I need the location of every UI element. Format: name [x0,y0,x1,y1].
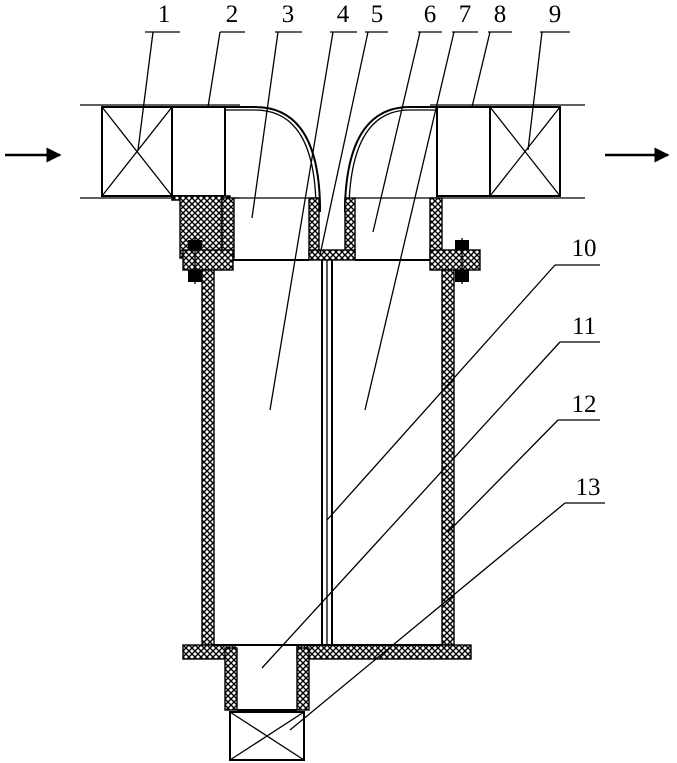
right-bolt [455,238,469,284]
center-partition [321,260,333,645]
drain-outlet [224,647,310,711]
callout-8: 8 [494,1,507,28]
outlet-pipe-section [436,106,491,197]
outlet-valve [430,104,585,199]
inlet-chamber [171,195,318,259]
callout-5: 5 [371,1,384,28]
callout-4: 4 [337,1,350,28]
callout-7: 7 [459,1,472,28]
callout-11: 11 [572,313,596,340]
inlet-pipe-section [171,106,226,197]
callout-6: 6 [424,1,437,28]
callout-12: 12 [572,391,597,418]
inlet-valve [80,104,240,199]
left-bolt [188,238,202,284]
callout-1: 1 [158,1,171,28]
drain-valve [229,711,305,761]
vessel-left-wall [201,269,215,646]
callout-2: 2 [226,1,239,28]
outlet-elbow [344,106,437,212]
callout-3: 3 [282,1,295,28]
callout-10: 10 [572,235,597,262]
center-divider-cap [308,197,356,261]
outlet-chamber [355,195,490,259]
callout-13: 13 [576,474,601,501]
callout-9: 9 [549,1,562,28]
leader-lines [137,31,605,731]
inlet-elbow [225,106,321,212]
vessel-right-wall [441,269,455,646]
